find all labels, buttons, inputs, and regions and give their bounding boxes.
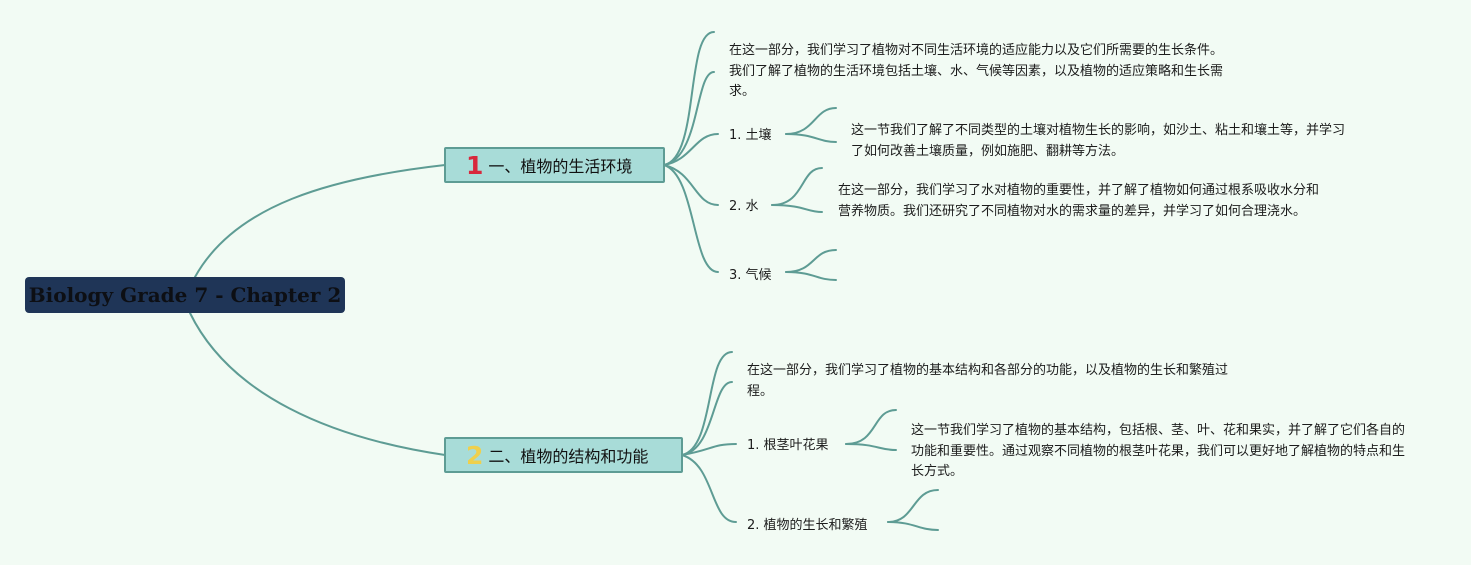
connector-b2-t1-detail-a	[845, 409, 897, 445]
connector-b1-t3-sub-b	[785, 271, 837, 281]
branch-1-topic-3-label: 3. 气候	[729, 268, 772, 283]
branch-1-summary[interactable]: 在这一部分，我们学习了植物对不同生活环境的适应能力以及它们所需要的生长条件。我们…	[729, 41, 1225, 103]
connector-b1-topic-2	[663, 164, 719, 206]
branch-2-topic-1-label: 1. 根茎叶花果	[747, 438, 829, 453]
connector-b2-t2-sub-b	[887, 521, 939, 531]
branch-2-summary-text: 在这一部分，我们学习了植物的基本结构和各部分的功能，以及植物的生长和繁殖过程。	[747, 363, 1229, 399]
branch-2-summary[interactable]: 在这一部分，我们学习了植物的基本结构和各部分的功能，以及植物的生长和繁殖过程。	[747, 361, 1243, 402]
connector-b1-t2-detail-a	[771, 167, 823, 206]
branch-1-number-icon: 1	[466, 150, 484, 180]
central-topic[interactable]: Biology Grade 7 - Chapter 2	[25, 277, 345, 313]
connector-b2-topic-1	[681, 443, 737, 456]
connector-b1-t3-sub-a	[785, 249, 837, 273]
connector-b2-t2-sub-a	[887, 489, 939, 523]
connector-b2-summary-line	[681, 381, 733, 456]
branch-2-topic-1-detail[interactable]: 这一节我们学习了植物的基本结构，包括根、茎、叶、花和果实，并了解了它们各自的功能…	[911, 421, 1407, 483]
connector-b2-t1-detail-b	[845, 443, 897, 451]
branch-1-topic-2[interactable]: 2. 水	[729, 198, 759, 216]
connector-b1-topic-1	[663, 133, 719, 166]
connector-b2-topic-2	[681, 454, 737, 523]
connector-b1-summary-line	[663, 71, 715, 166]
connector-b1-t1-detail-b	[785, 133, 837, 143]
connector-root-branch-1	[194, 164, 446, 278]
connector-b1-t1-detail-a	[785, 107, 837, 135]
branch-1-topic-2-detail[interactable]: 在这一部分，我们学习了水对植物的重要性，并了解了植物如何通过根系吸收水分和营养物…	[838, 181, 1322, 222]
branch-1-topic-2-detail-text: 在这一部分，我们学习了水对植物的重要性，并了解了植物如何通过根系吸收水分和营养物…	[838, 183, 1320, 219]
branch-1-topic-1[interactable]: 1. 土壤	[729, 127, 772, 145]
connector-b2-summary	[681, 351, 733, 456]
branch-2-topic-1[interactable]: 1. 根茎叶花果	[747, 437, 829, 455]
branch-2-topic-1-detail-text: 这一节我们学习了植物的基本结构，包括根、茎、叶、花和果实，并了解了它们各自的功能…	[911, 423, 1406, 479]
branch-2-topic-2[interactable]: 2. 植物的生长和繁殖	[747, 517, 868, 535]
central-topic-label: Biology Grade 7 - Chapter 2	[28, 283, 342, 307]
connector-b1-topic-3	[663, 164, 719, 273]
branch-1-topic-1-label: 1. 土壤	[729, 128, 772, 143]
branch-1-topic-1-detail[interactable]: 这一节我们了解了不同类型的土壤对植物生长的影响，如沙土、粘土和壤土等，并学习了如…	[851, 121, 1349, 162]
branch-1-topic-1-detail-text: 这一节我们了解了不同类型的土壤对植物生长的影响，如沙土、粘土和壤土等，并学习了如…	[851, 123, 1346, 159]
branch-1-label: 一、植物的生活环境	[488, 157, 633, 176]
connector-b1-t2-detail-b	[771, 204, 823, 213]
connector-b1-summary	[663, 31, 715, 166]
branch-1-topic[interactable]: 1 一、植物的生活环境	[444, 147, 665, 183]
connector-root-branch-2	[189, 312, 446, 456]
branch-2-topic-2-label: 2. 植物的生长和繁殖	[747, 518, 868, 533]
branch-2-number-icon: 2	[466, 440, 484, 470]
branch-1-summary-text: 在这一部分，我们学习了植物对不同生活环境的适应能力以及它们所需要的生长条件。我们…	[729, 43, 1224, 99]
branch-1-topic-2-label: 2. 水	[729, 199, 759, 214]
branch-2-topic[interactable]: 2 二、植物的结构和功能	[444, 437, 683, 473]
branch-2-label: 二、植物的结构和功能	[488, 447, 649, 466]
branch-1-topic-3[interactable]: 3. 气候	[729, 267, 772, 285]
